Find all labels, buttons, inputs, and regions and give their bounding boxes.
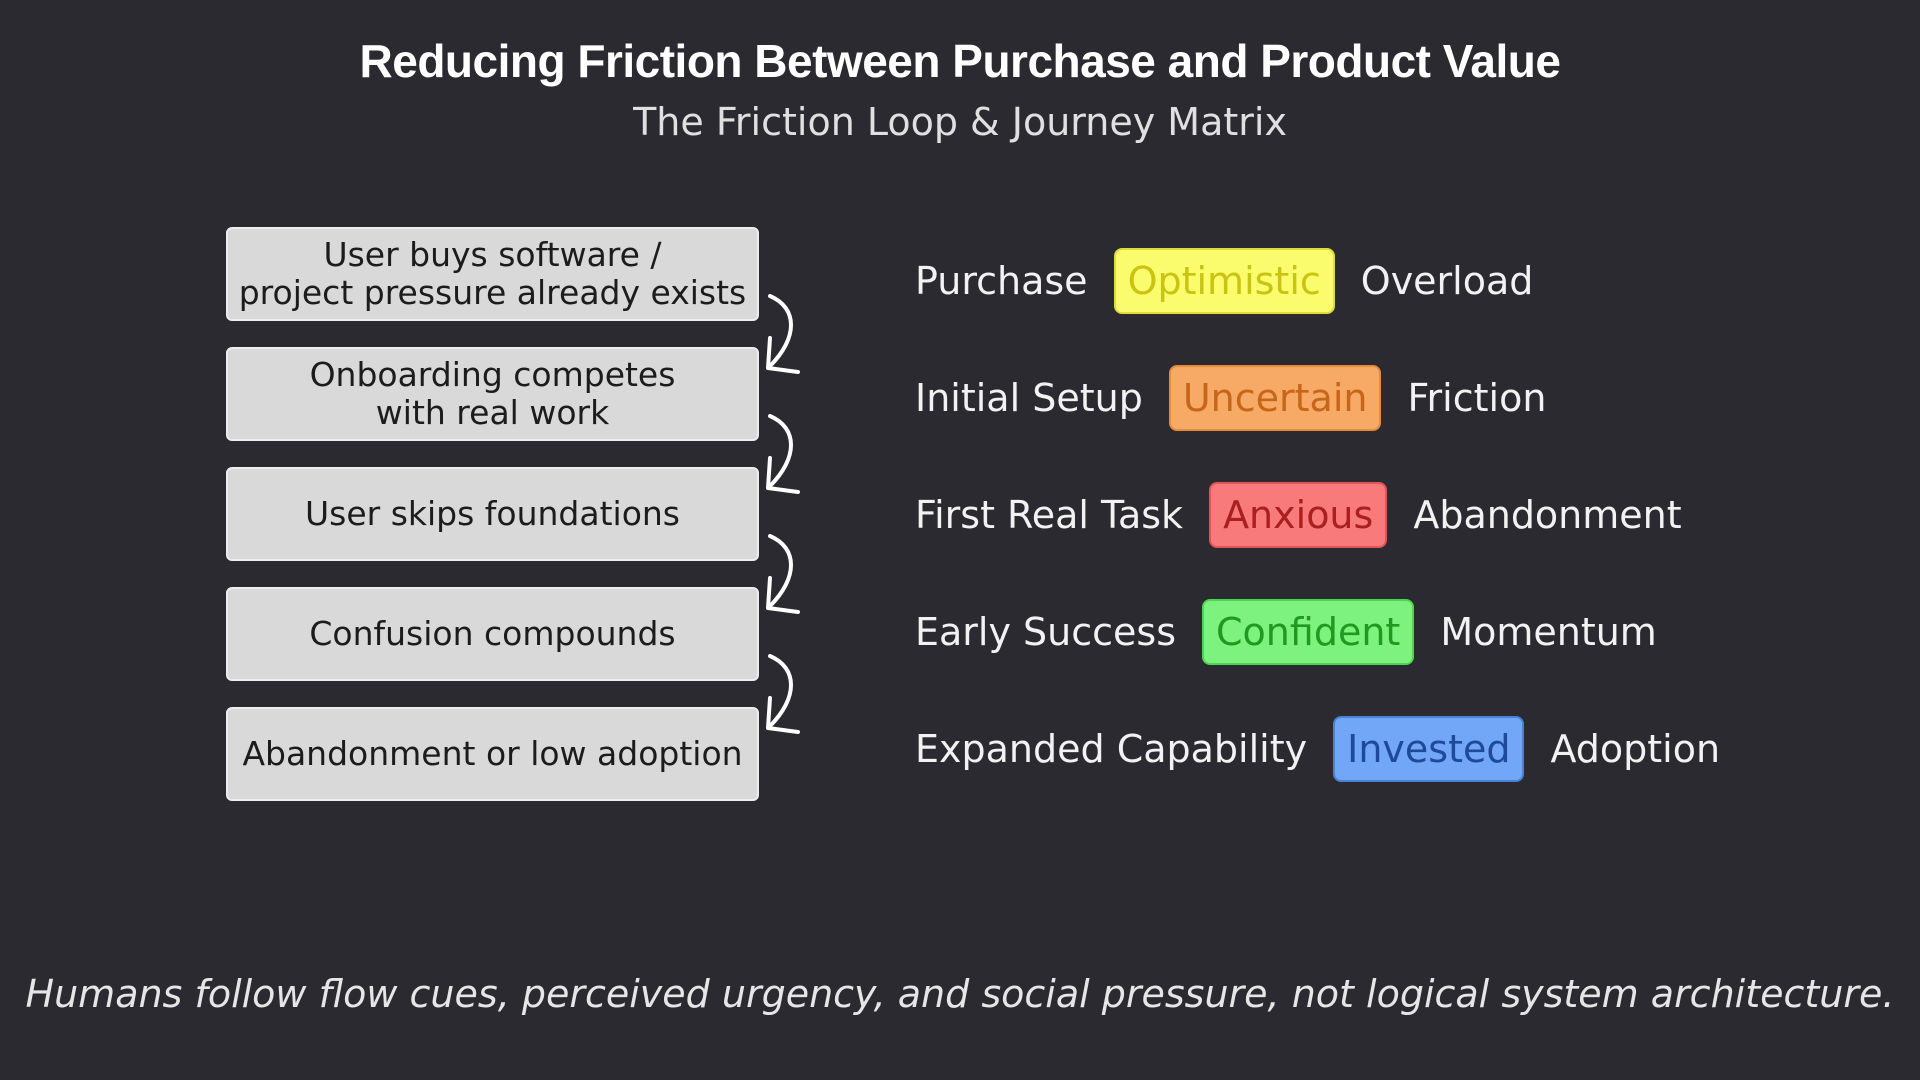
journey-outcome: Adoption xyxy=(1550,727,1721,771)
journey-row-first-real-task: First Real Task Anxious Abandonment xyxy=(915,480,1682,550)
loop-step-abandonment: Abandonment or low adoption xyxy=(226,707,759,801)
journey-stage: Expanded Capability xyxy=(915,727,1308,771)
journey-stage: First Real Task xyxy=(915,493,1184,537)
loop-step-label: User skips foundations xyxy=(304,494,681,533)
page-title: Reducing Friction Between Purchase and P… xyxy=(359,35,1561,87)
curved-arrow-icon xyxy=(766,654,800,734)
journey-outcome: Overload xyxy=(1360,259,1534,303)
loop-step-label: Confusion compounds xyxy=(309,614,676,653)
curved-arrow-icon xyxy=(766,414,800,494)
emotion-badge: Confident xyxy=(1202,599,1415,665)
journey-row-purchase: Purchase Optimistic Overload xyxy=(915,246,1533,316)
loop-step-label: project pressure already exists xyxy=(238,273,747,312)
loop-step-label: with real work xyxy=(375,393,610,432)
journey-stage: Purchase xyxy=(915,259,1088,303)
loop-step-confusion: Confusion compounds xyxy=(226,587,759,681)
journey-row-initial-setup: Initial Setup Uncertain Friction xyxy=(915,363,1546,433)
journey-stage: Early Success xyxy=(915,610,1177,654)
page-subtitle: The Friction Loop & Journey Matrix xyxy=(633,100,1287,144)
curved-arrow-icon xyxy=(766,534,800,614)
loop-step-skips-foundations: User skips foundations xyxy=(226,467,759,561)
loop-step-onboarding: Onboarding competes with real work xyxy=(226,347,759,441)
journey-row-early-success: Early Success Confident Momentum xyxy=(915,597,1657,667)
emotion-badge: Optimistic xyxy=(1113,248,1335,314)
journey-outcome: Friction xyxy=(1407,376,1547,420)
journey-outcome: Abandonment xyxy=(1413,493,1682,537)
emotion-badge: Uncertain xyxy=(1168,365,1382,431)
journey-row-expanded-capability: Expanded Capability Invested Adoption xyxy=(915,714,1720,784)
journey-stage: Initial Setup xyxy=(915,376,1143,420)
curved-arrow-icon xyxy=(766,294,800,374)
loop-step-label: Onboarding competes xyxy=(309,355,676,394)
journey-outcome: Momentum xyxy=(1440,610,1657,654)
emotion-badge: Anxious xyxy=(1209,482,1388,548)
loop-step-label: Abandonment or low adoption xyxy=(242,734,743,773)
loop-step-purchase: User buys software / project pressure al… xyxy=(226,227,759,321)
emotion-badge: Invested xyxy=(1333,716,1525,782)
footer-quote: Humans follow flow cues, perceived urgen… xyxy=(25,972,1895,1016)
loop-step-label: User buys software / xyxy=(323,235,662,274)
